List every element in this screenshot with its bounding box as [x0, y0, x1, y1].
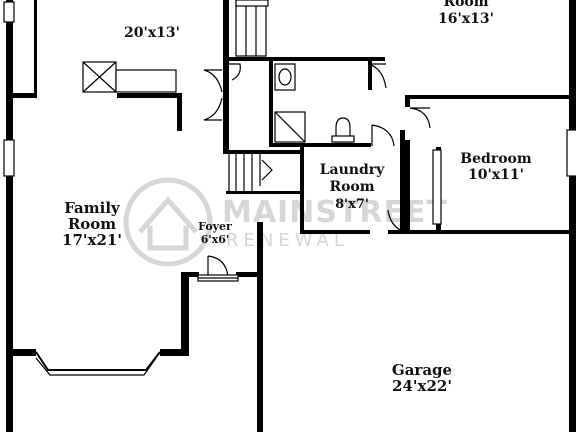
top-right-room-dims: 16'x13'	[438, 11, 494, 27]
bay-window	[35, 351, 161, 376]
sink-basin-icon	[278, 68, 292, 86]
watermark-logo-icon	[123, 177, 213, 267]
laundry-room-name-line2: Room	[329, 179, 374, 195]
bedroom-name: Bedroom	[460, 151, 532, 167]
foyer-dims: 6'x6'	[201, 233, 230, 246]
doors	[197, 63, 442, 282]
bath-sink	[274, 63, 296, 91]
laundry-room-name-line1: Laundry	[320, 162, 385, 178]
garage-name: Garage	[392, 361, 452, 379]
window-top-left	[3, 1, 15, 23]
stairs-lower	[228, 154, 273, 191]
kitchen-island	[82, 61, 177, 93]
window-bedroom	[566, 129, 576, 177]
watermark-tagline: RENEWAL	[226, 230, 349, 251]
windows	[3, 1, 576, 177]
walls	[6, 0, 576, 432]
garage-dims: 24'x22'	[392, 377, 452, 395]
bedroom-dims: 10'x11'	[468, 167, 524, 183]
family-room-dims: 17'x21'	[62, 231, 122, 249]
top-left-room-dims: 20'x13'	[124, 25, 180, 41]
room-labels: 20'x13' Room 16'x13' Family Room 17'x21'…	[62, 0, 532, 395]
window-family-room	[3, 139, 15, 177]
family-room-name-line2: Room	[68, 215, 116, 233]
top-right-room-name: Room	[443, 0, 488, 10]
stairs-upper	[235, 0, 269, 57]
laundry-room-dims: 8'x7'	[335, 197, 369, 212]
foyer-name: Foyer	[198, 220, 232, 233]
bathroom-fixtures	[274, 63, 355, 143]
family-room-name-line1: Family	[64, 199, 121, 217]
